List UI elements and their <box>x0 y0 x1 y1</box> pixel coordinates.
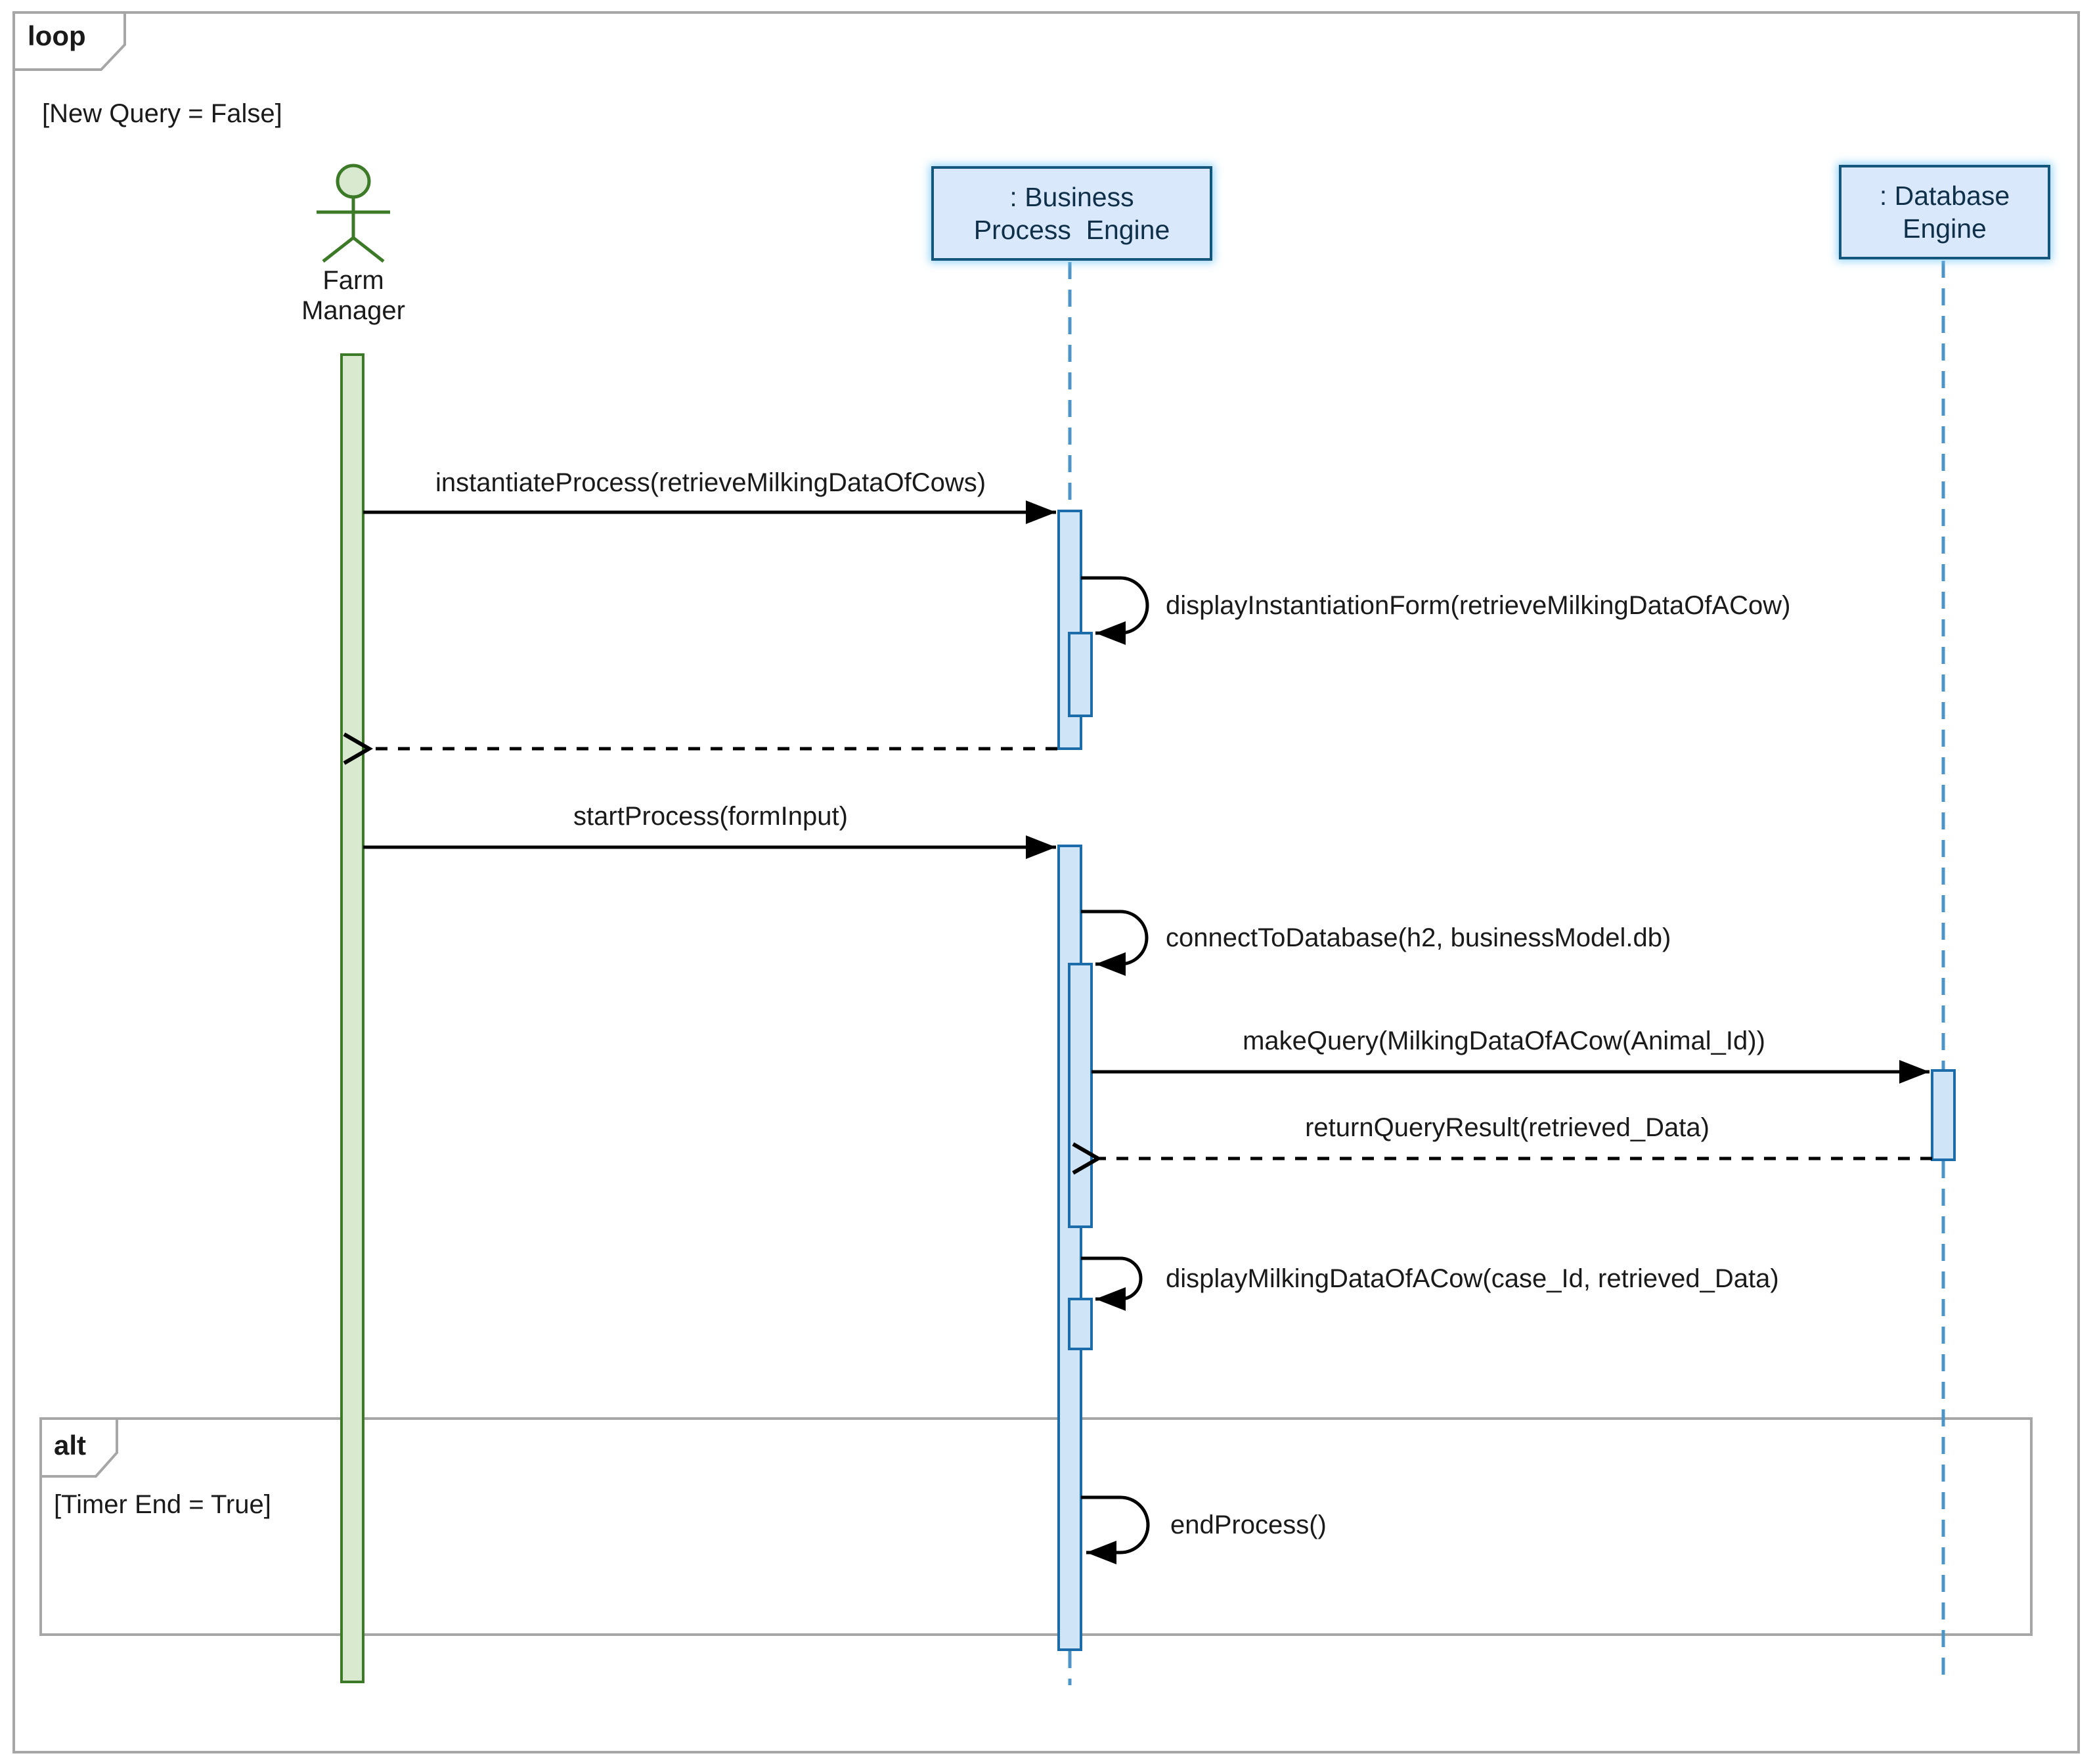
activation-farm-manager <box>340 353 364 1683</box>
message-label-display-milking-data: displayMilkingDataOfACow(case_Id, retrie… <box>1166 1264 1779 1293</box>
actor-head <box>336 164 371 199</box>
loop-frame <box>12 11 2080 1753</box>
message-label-return-query-result: returnQueryResult(retrieved_Data) <box>1305 1113 1709 1142</box>
message-label-make-query: makeQuery(MilkingDataOfACow(Animal_Id)) <box>1243 1026 1765 1055</box>
loop-frame-label: loop <box>28 20 86 51</box>
message-arrow-end-process <box>1081 1495 1150 1564</box>
alt-guard-text: [Timer End = True] <box>54 1490 271 1519</box>
message-label-start-process: startProcess(formInput) <box>573 802 848 831</box>
loop-guard-text: [New Query = False] <box>42 99 282 128</box>
message-arrow-connect-to-database <box>1081 910 1149 976</box>
activation-bpe-2-nested-connect <box>1068 963 1093 1228</box>
actor-figure-farm-manager <box>317 164 390 263</box>
message-label-display-instantiation-form: displayInstantiationForm(retrieveMilking… <box>1166 591 1791 620</box>
activation-database-engine <box>1931 1069 1956 1161</box>
alt-frame-tab <box>39 1417 118 1478</box>
message-label-connect-to-database: connectToDatabase(h2, businessModel.db) <box>1166 923 1671 952</box>
alt-frame <box>39 1417 2033 1636</box>
participant-label-farm-manager: Farm Manager <box>301 266 405 325</box>
actor-legs <box>322 235 385 263</box>
message-arrow-display-milking-data <box>1081 1256 1143 1311</box>
alt-frame-label: alt <box>54 1430 87 1461</box>
message-label-instantiate-process: instantiateProcess(retrieveMilkingDataOf… <box>435 468 986 497</box>
message-arrow-display-instantiation-form <box>1081 576 1149 645</box>
participant-box-database-engine: : Database Engine <box>1839 165 2050 259</box>
activation-bpe-1-nested <box>1068 632 1093 717</box>
activation-bpe-2-nested-display <box>1068 1298 1093 1350</box>
loop-frame-tab <box>12 11 126 71</box>
message-label-end-process: endProcess() <box>1170 1510 1327 1539</box>
participant-box-business-process-engine: : Business Process Engine <box>931 166 1212 261</box>
